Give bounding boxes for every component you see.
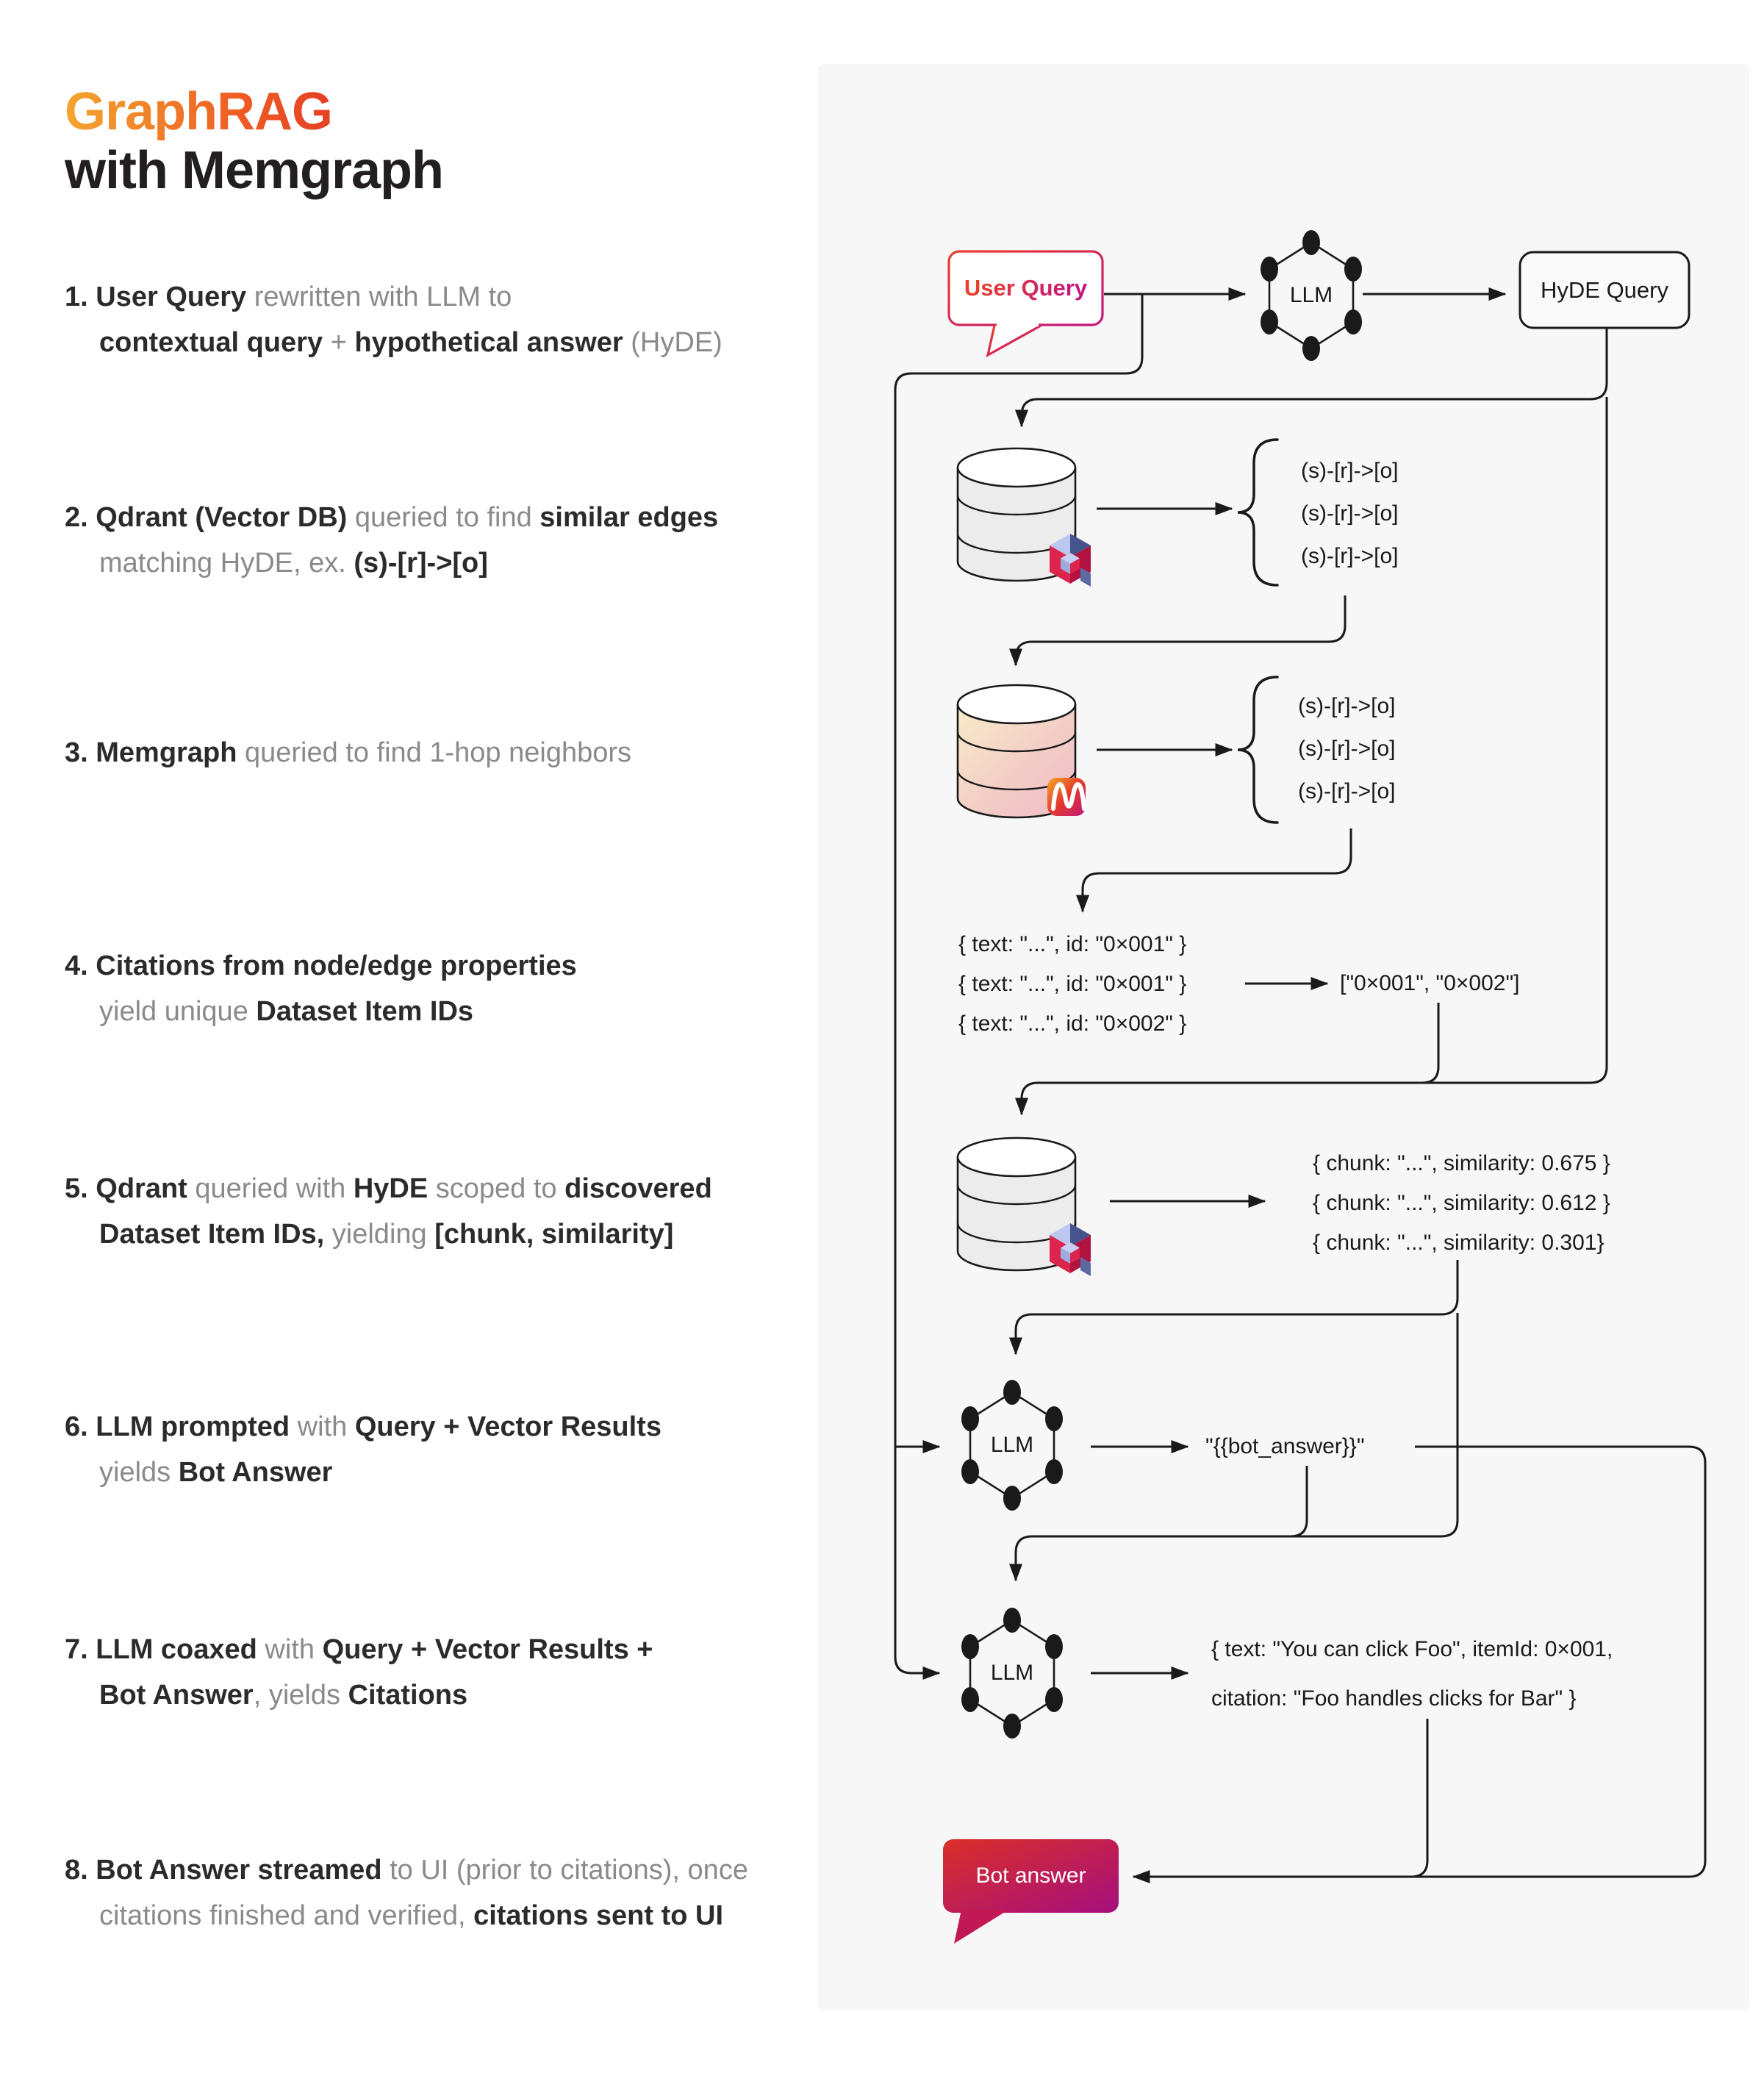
citation-row: { text: "...", id: "0×002" } (958, 1012, 1187, 1036)
step-2: 2. Qdrant (Vector DB) queried to find si… (65, 502, 719, 579)
step-1: 1. User Query rewritten with LLM to cont… (65, 282, 723, 358)
title-line1: GraphRAG (65, 82, 443, 141)
flow-panel (818, 64, 1749, 2011)
llm-node-2 (961, 1380, 1063, 1511)
step-5: 5. Qdrant queried with HyDE scoped to di… (65, 1173, 712, 1250)
step-number: 3. (65, 737, 88, 768)
speech-tail (986, 324, 1041, 358)
step-8: 8. Bot Answer streamed to UI (prior to c… (65, 1855, 748, 1931)
dataset-item-ids: ["0×001", "0×002"] (1340, 971, 1520, 995)
llm-node-3 (961, 1608, 1063, 1739)
step-number: 8. (65, 1855, 88, 1886)
memgraph-logo (1047, 778, 1086, 816)
bot-answer-label-wrap: Bot answer (943, 1839, 1119, 1913)
citation-row: { text: "...", id: "0×001" } (958, 932, 1187, 956)
memgraph-edge-results: (s)-[r]->[o] (s)-[r]->[o] (s)-[r]->[o] (1298, 685, 1396, 813)
hexagon-dots (1261, 230, 1362, 361)
edge-row: (s)-[r]->[o] (1298, 779, 1396, 803)
citation-objects: { text: "...", id: "0×001" } { text: "..… (958, 925, 1186, 1044)
bot-answer-bubble (943, 1839, 1119, 1944)
step-3: 3. Memgraph queried to find 1-hop neighb… (65, 737, 632, 768)
chunk-results: { chunk: "...", similarity: 0.675 } { ch… (1313, 1144, 1610, 1263)
llm-label-3: LLM (990, 1661, 1034, 1685)
memgraph-db (956, 684, 1086, 819)
step-number: 4. (65, 950, 88, 981)
qdrant-db-1 (956, 447, 1091, 587)
hexagon-dots (961, 1608, 1063, 1739)
step-6: 6. LLM prompted with Query + Vector Resu… (65, 1411, 662, 1488)
hyde-query-box (1519, 251, 1690, 329)
user-query-label: User Query (964, 275, 1088, 301)
qdrant-edge-results: (s)-[r]->[o] (s)-[r]->[o] (s)-[r]->[o] (1301, 450, 1399, 578)
step-number: 6. (65, 1411, 88, 1442)
memgraph-m-glyph (1051, 781, 1086, 811)
llm-label-2: LLM (990, 1433, 1034, 1457)
chunk-row: { chunk: "...", similarity: 0.612 } (1313, 1191, 1610, 1215)
chunk-row: { chunk: "...", similarity: 0.301} (1313, 1231, 1605, 1255)
connector-lines (894, 287, 1707, 1883)
citation-result: { text: "You can click Foo", itemId: 0×0… (1211, 1625, 1613, 1723)
step-number: 5. (65, 1173, 88, 1204)
edge-row: (s)-[r]->[o] (1301, 459, 1399, 483)
llm-node-1 (1261, 230, 1362, 361)
chunk-row: { chunk: "...", similarity: 0.675 } (1313, 1151, 1610, 1175)
bot-answer-label: Bot answer (975, 1863, 1086, 1888)
brace-icons (1237, 438, 1279, 824)
citation-result-line1: { text: "You can click Foo", itemId: 0×0… (1211, 1637, 1613, 1661)
edge-row: (s)-[r]->[o] (1298, 694, 1396, 718)
user-query-bubble (947, 250, 1104, 358)
step-number: 1. (65, 282, 88, 312)
user-query-label-wrap: User Query (949, 251, 1102, 325)
step-number: 2. (65, 502, 88, 533)
qdrant-db-2 (956, 1136, 1091, 1276)
hyde-query-label: HyDE Query (1541, 276, 1668, 303)
brace-icon (1237, 438, 1279, 587)
llm-label-1: LLM (1289, 283, 1333, 307)
step-4: 4. Citations from node/edge properties y… (65, 950, 577, 1027)
bot-answer-variable: "{{bot_answer}}" (1205, 1434, 1365, 1458)
edge-row: (s)-[r]->[o] (1301, 501, 1399, 526)
title-line2: with Memgraph (65, 141, 444, 200)
step-7: 7. LLM coaxed with Query + Vector Result… (65, 1634, 653, 1711)
step-number: 7. (65, 1634, 88, 1665)
page-title: GraphRAG with Memgraph (65, 82, 444, 200)
hexagon-dots (961, 1380, 1063, 1511)
edge-row: (s)-[r]->[o] (1301, 544, 1399, 568)
citation-row: { text: "...", id: "0×001" } (958, 972, 1187, 996)
brace-icon (1237, 676, 1279, 824)
speech-tail (954, 1910, 1008, 1944)
edge-row: (s)-[r]->[o] (1298, 737, 1396, 761)
citation-result-line2: citation: "Foo handles clicks for Bar" } (1211, 1686, 1577, 1711)
